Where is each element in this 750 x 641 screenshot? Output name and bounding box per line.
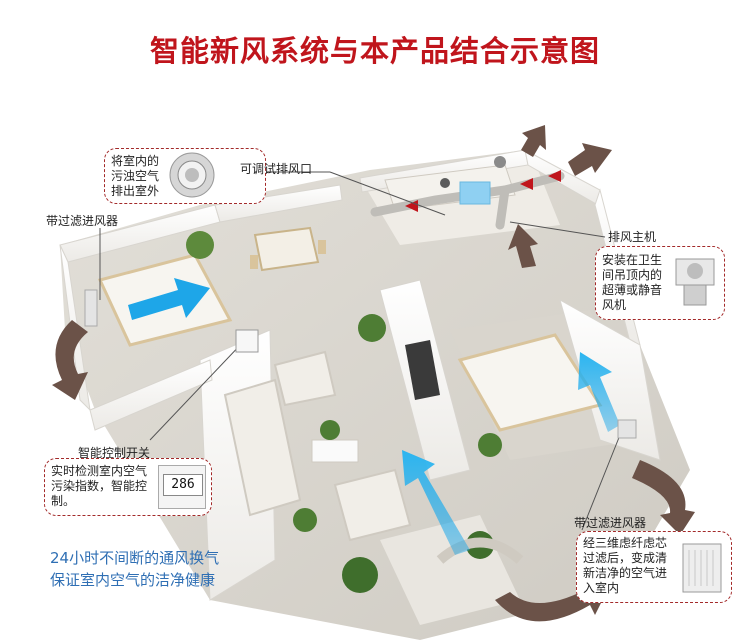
callout-intake: 经三维虑纤虑芯 过滤后，变成清 新洁净的空气进 入室内 — [576, 531, 732, 603]
callout-line: 实时检测室内空气 — [51, 464, 147, 479]
callout-line: 过滤后，变成清 — [583, 551, 667, 566]
controller-screen: 286 — [163, 474, 203, 496]
callout-line: 安装在卫生 — [602, 253, 662, 268]
filter-intake-left-label: 带过滤进风器 — [46, 214, 118, 229]
adjustable-exhaust-label: 可调试排风口 — [240, 162, 312, 177]
callout-line: 超薄或静音 — [602, 283, 662, 298]
controller-reading: 286 — [171, 477, 194, 492]
filter-intake-bottom-label: 带过滤进风器 — [574, 516, 646, 531]
exhaust-host-unit — [460, 182, 490, 204]
callout-line: 污浊空气 — [111, 169, 159, 184]
ceiling-fan-unit-icon — [672, 255, 718, 311]
callout-line: 制。 — [51, 494, 147, 509]
left-intake-vent — [85, 290, 97, 326]
callout-host-install: 安装在卫生 间吊顶内的 超薄或静音 风机 — [595, 246, 725, 320]
callout-line: 污染指数，智能控 — [51, 479, 147, 494]
callout-line: 新洁净的空气进 — [583, 566, 667, 581]
slogan-line-2: 保证室内空气的洁净健康 — [50, 570, 215, 590]
slogan-line-1: 24小时不间断的通风换气 — [50, 548, 219, 568]
callout-line: 风机 — [602, 298, 662, 313]
controller-panel: 286 — [158, 465, 206, 509]
exhaust-arrow-top-right — [568, 143, 612, 176]
callout-line: 间吊顶内的 — [602, 268, 662, 283]
filter-cartridge-icon — [677, 540, 727, 596]
callout-line: 将室内的 — [111, 154, 159, 169]
exhaust-host-label: 排风主机 — [608, 230, 656, 245]
callout-line: 入室内 — [583, 581, 667, 596]
page-title: 智能新风系统与本产品结合示意图 — [0, 28, 750, 70]
callout-line: 经三维虑纤虑芯 — [583, 536, 667, 551]
right-intake-vent — [618, 420, 636, 438]
callout-switch: 实时检测室内空气 污染指数，智能控 制。 286 — [44, 458, 212, 516]
exhaust-fan-icon — [167, 151, 217, 199]
callout-line: 排出室外 — [111, 184, 159, 199]
wall-switch-icon — [236, 330, 258, 352]
